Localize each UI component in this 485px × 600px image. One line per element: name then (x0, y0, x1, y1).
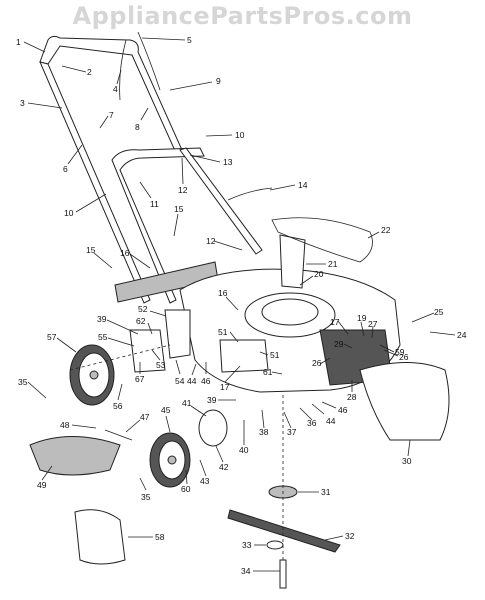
callout-34: 34 (241, 566, 251, 576)
callout-11: 11 (150, 199, 159, 209)
callout-51b: 51 (270, 350, 280, 360)
callout-4: 4 (113, 84, 118, 94)
callout-26: 26 (312, 358, 322, 368)
callout-47: 47 (140, 412, 150, 422)
callout-3: 3 (20, 98, 25, 108)
callout-60: 60 (181, 484, 191, 494)
callout-62: 62 (136, 316, 146, 326)
callout-14: 14 (298, 180, 308, 190)
callout-53: 53 (156, 360, 166, 370)
callout-55: 55 (98, 332, 108, 342)
callout-39b: 39 (207, 395, 217, 405)
callout-13: 13 (223, 157, 233, 167)
callout-10: 10 (235, 130, 245, 140)
callout-61: 61 (263, 367, 273, 377)
callout-1: 1 (16, 37, 21, 47)
callout-67: 67 (135, 374, 145, 384)
callout-9: 9 (216, 76, 221, 86)
watermark: AppliancePartsPros.com (72, 2, 413, 30)
cable-14 (227, 187, 273, 201)
callout-59: 59 (395, 347, 405, 357)
rod-47 (104, 429, 133, 441)
callout-35: 35 (18, 377, 28, 387)
callout-36: 36 (307, 418, 317, 428)
callout-17: 17 (330, 317, 340, 327)
callout-54: 54 (175, 376, 185, 386)
callout-8: 8 (135, 122, 140, 132)
front-wheel-45 (149, 432, 191, 488)
callout-49: 49 (37, 480, 47, 490)
callout-44b: 44 (326, 416, 336, 426)
lower-handle (111, 147, 263, 304)
callout-21: 21 (328, 259, 338, 269)
blade-32 (227, 509, 341, 553)
callout-16: 16 (120, 248, 130, 258)
washer-33 (266, 540, 284, 550)
axle-line (69, 344, 171, 371)
callout-2: 2 (87, 67, 92, 77)
callout-24: 24 (457, 330, 467, 340)
callout-57: 57 (47, 332, 57, 342)
bag-58 (74, 509, 126, 565)
callout-15b: 15 (174, 204, 184, 214)
callout-32: 32 (345, 531, 355, 541)
callout-52: 52 (138, 304, 148, 314)
callout-28: 28 (347, 392, 357, 402)
callout-5: 5 (187, 35, 192, 45)
rear-wheel-57 (69, 344, 115, 406)
callout-12b: 12 (206, 236, 216, 246)
callout-46: 46 (201, 376, 211, 386)
callout-40: 40 (239, 445, 249, 455)
callout-7: 7 (109, 110, 114, 120)
grass-chute-49 (29, 436, 121, 476)
control-cable (119, 31, 161, 101)
callout-16b: 16 (218, 288, 228, 298)
callout-44: 44 (187, 376, 197, 386)
callout-29: 29 (334, 339, 344, 349)
callout-37: 37 (287, 427, 297, 437)
bolt-34 (279, 559, 287, 589)
callout-27: 27 (368, 319, 378, 329)
deflector-30 (359, 362, 450, 441)
callout-26b: 26 (399, 352, 409, 362)
callout-6: 6 (63, 164, 68, 174)
callout-33: 33 (242, 540, 252, 550)
adjuster-41 (198, 409, 228, 447)
callout-39: 39 (97, 314, 107, 324)
callout-48: 48 (60, 420, 70, 430)
callout-51: 51 (218, 327, 228, 337)
callout-labels: 1 2 3 4 5 6 7 8 9 10 10 11 12 12 13 14 1… (16, 35, 467, 576)
callout-25: 25 (434, 307, 444, 317)
callout-31: 31 (321, 487, 331, 497)
callout-20: 20 (314, 269, 324, 279)
belt-22 (271, 217, 373, 263)
callout-38: 38 (259, 427, 269, 437)
callout-35b: 35 (141, 492, 151, 502)
hinge-bracket-51 (219, 339, 269, 373)
callout-58: 58 (155, 532, 165, 542)
callout-46b: 46 (338, 405, 348, 415)
callout-41: 41 (182, 398, 192, 408)
upper-handle (39, 35, 183, 304)
callout-22: 22 (381, 225, 391, 235)
callout-45: 45 (161, 405, 171, 415)
callout-19: 19 (357, 313, 367, 323)
callout-42: 42 (219, 462, 229, 472)
callout-43: 43 (200, 476, 210, 486)
callout-10b: 10 (64, 208, 74, 218)
callout-30: 30 (402, 456, 412, 466)
callout-56: 56 (113, 401, 123, 411)
bracket-21 (279, 234, 306, 289)
callout-17b: 17 (220, 382, 230, 392)
hinge-bracket-52 (164, 309, 191, 359)
callout-12: 12 (178, 185, 188, 195)
callout-15: 15 (86, 245, 96, 255)
